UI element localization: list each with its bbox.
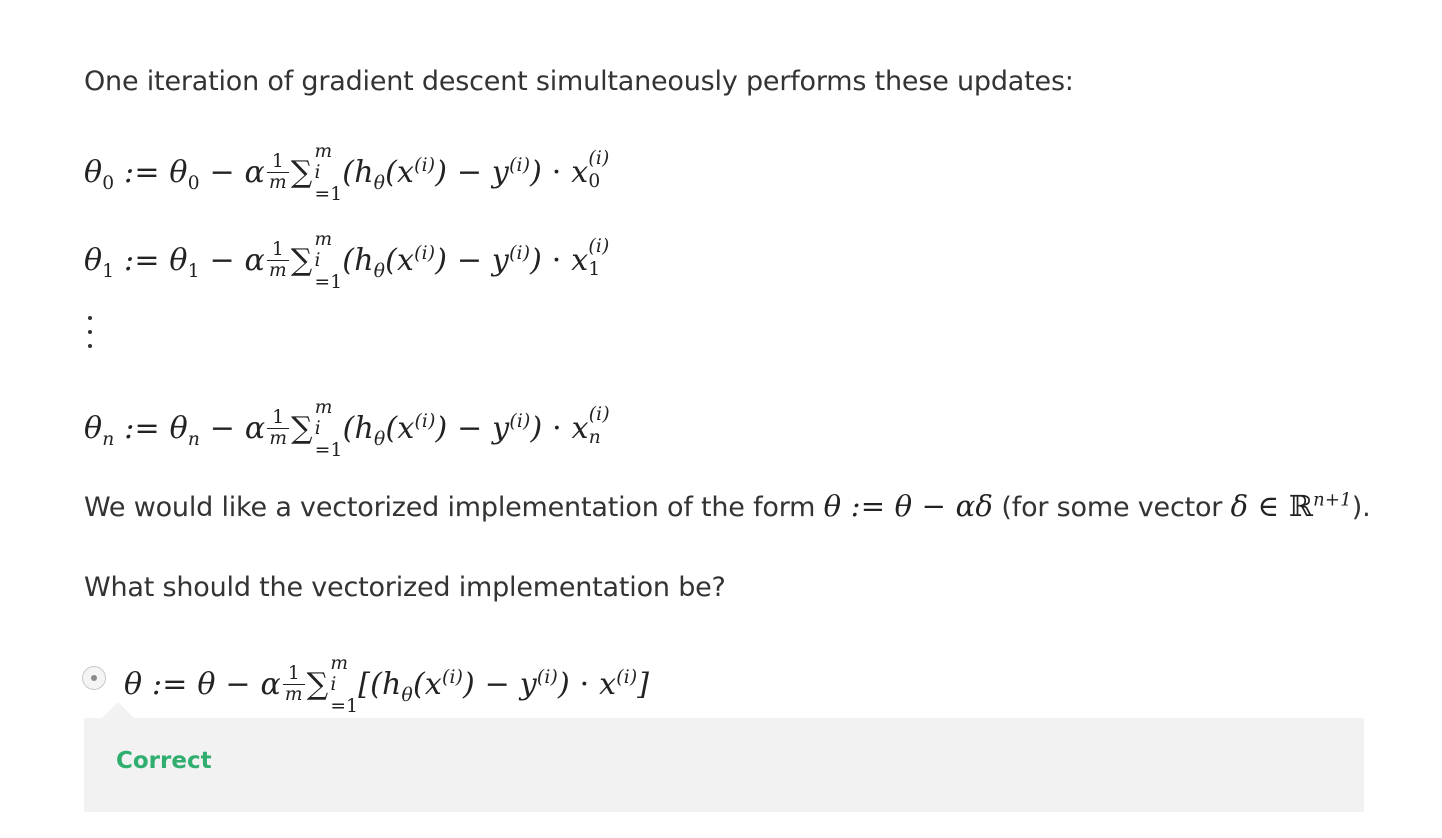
answer-radio-button[interactable] — [82, 666, 106, 690]
vectorized-suffix: ). — [1351, 492, 1371, 523]
vectorized-prefix: We would like a vectorized implementatio… — [84, 492, 824, 523]
prompt-text: What should the vectorized implementatio… — [84, 572, 726, 603]
vectorized-mid: (for some vector — [993, 492, 1231, 523]
vectorized-form-text: We would like a vectorized implementatio… — [84, 488, 1371, 526]
vertical-ellipsis — [86, 312, 94, 352]
intro-text: One iteration of gradient descent simult… — [84, 66, 1074, 97]
feedback-caret — [102, 702, 134, 718]
vectorized-form-math: θ := θ − αδ — [823, 489, 994, 523]
delta-vector-math: δ ∈ ℝn+1 — [1230, 489, 1352, 523]
feedback-panel: Correct — [84, 702, 1364, 812]
correct-label: Correct — [116, 748, 212, 774]
